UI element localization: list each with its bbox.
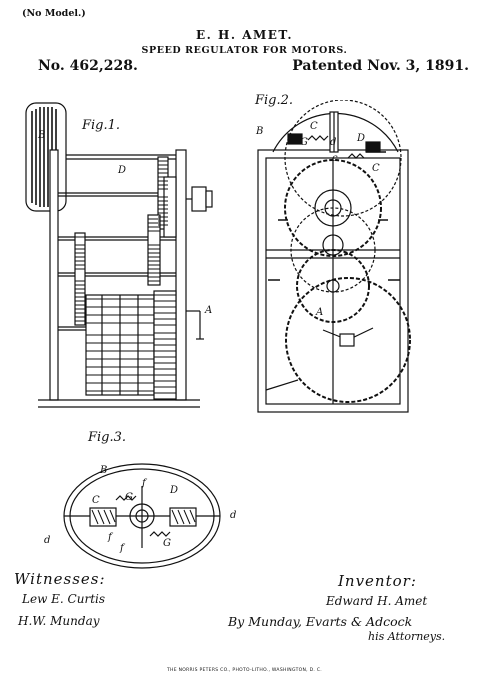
fig2-part-d-lower: d [330, 137, 337, 148]
fig2-part-c-upper: C [310, 121, 318, 132]
fig2-part-c-lower: c [332, 153, 338, 164]
fig3-part-f-bottom: f [120, 543, 124, 554]
printer-imprint: THE NORRIS PETERS CO., PHOTO-LITHO., WAS… [167, 668, 322, 673]
fig1-part-a: A [205, 305, 213, 316]
fig2-part-b: B [256, 126, 264, 137]
fig3-part-d-right: d [230, 510, 237, 521]
patent-title: SPEED REGULATOR FOR MOTORS. [141, 45, 348, 56]
fig2-drawing [257, 100, 411, 413]
fig2-label: Fig.2. [255, 93, 294, 108]
patent-date: Patented Nov. 3, 1891. [292, 58, 469, 74]
model-note: (No Model.) [22, 8, 86, 19]
witnesses-heading: Witnesses: [14, 570, 106, 588]
patent-number: No. 462,228. [38, 58, 138, 74]
inventor-heading: E. H. AMET. [196, 28, 293, 42]
fig2-part-d: D [357, 133, 366, 144]
fig3-drawing [63, 463, 221, 569]
fig1-drawing [25, 102, 213, 408]
fig3-label: Fig.3. [88, 430, 127, 445]
witness-signature-2: H.W. Munday [18, 614, 100, 628]
witness-signature-1: Lew E. Curtis [22, 592, 106, 606]
attorneys-suffix: his Attorneys. [368, 630, 446, 643]
fig1-part-d: D [118, 165, 127, 176]
fig1-label: Fig.1. [82, 118, 121, 133]
fig3-part-g-top: G [125, 492, 133, 503]
inventor-signature: Edward H. Amet [326, 594, 428, 608]
fig2-part-c-right: C [372, 163, 380, 174]
fig3-part-c: C [92, 495, 100, 506]
fig3-part-g-bottom: G [163, 538, 171, 549]
attorneys-signature: By Munday, Evarts & Adcock [228, 614, 413, 629]
fig1-part-b: B [38, 130, 46, 141]
fig3-part-d-small: D [170, 485, 179, 496]
fig2-part-g: G [300, 137, 308, 148]
fig2-part-a: A [316, 307, 324, 318]
fig3-part-b: B [100, 465, 108, 476]
inventor-heading-script: Inventor: [338, 572, 417, 590]
fig3-part-f-top: f [142, 478, 146, 489]
fig3-part-d-left: d [44, 535, 51, 546]
fig3-part-f-lower: f [108, 532, 112, 543]
